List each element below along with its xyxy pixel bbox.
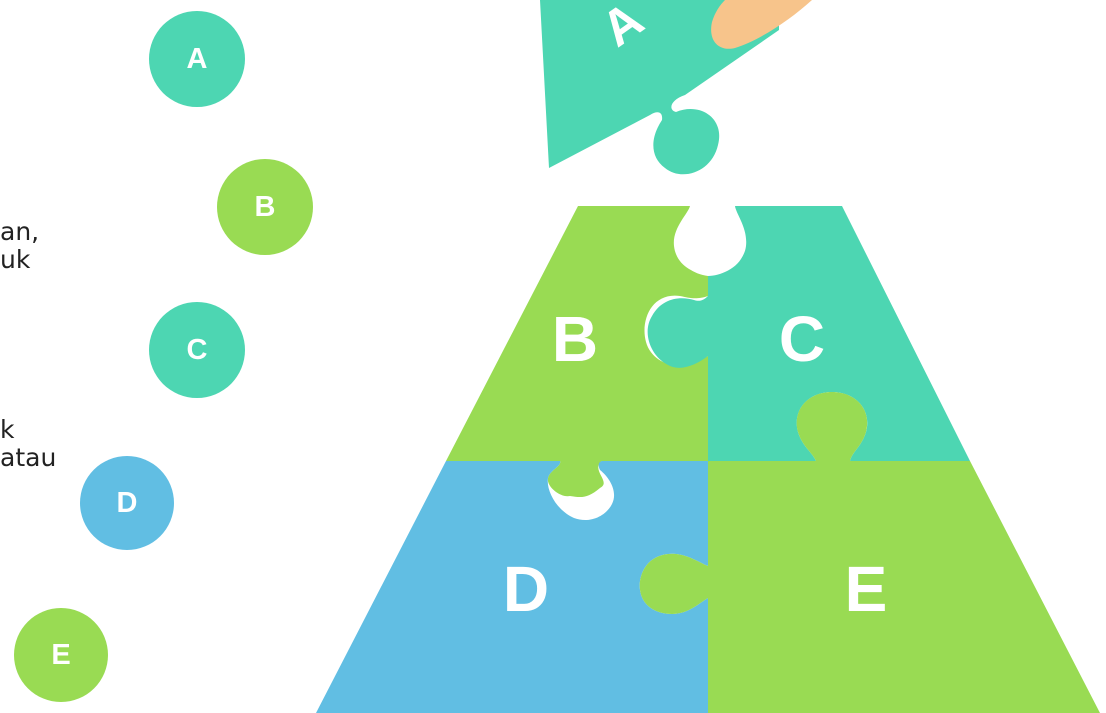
puzzle-piece-b-label: B <box>552 303 598 375</box>
puzzle-piece-e-label: E <box>845 553 888 625</box>
puzzle-notch-gap <box>674 206 746 274</box>
puzzle-piece-d-label: D <box>503 553 549 625</box>
puzzle-piece-c-label: C <box>779 303 825 375</box>
